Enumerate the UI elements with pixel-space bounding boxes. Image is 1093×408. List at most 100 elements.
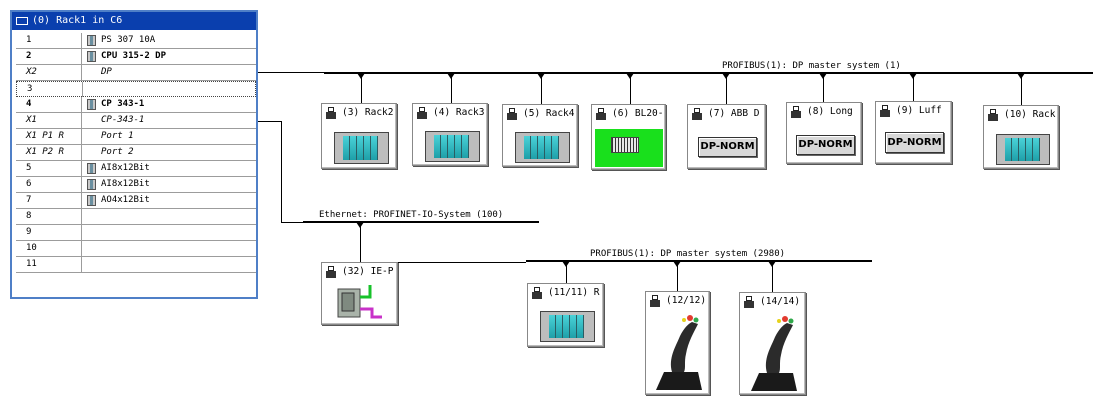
ethernet-link-vertical — [281, 121, 282, 222]
dp-norm-badge: DP-NORM — [698, 137, 757, 157]
module-slot-icon — [570, 315, 577, 338]
bus-drop-line — [1021, 73, 1022, 105]
profibus2-bus[interactable] — [526, 260, 872, 262]
module-slot-icon — [343, 136, 350, 160]
bus-drop-line — [451, 73, 452, 103]
rack-slot-row[interactable]: X1 P1 R Port 1 — [16, 129, 256, 145]
device-icon — [596, 108, 606, 120]
joystick-icon — [751, 316, 797, 391]
slot-number: 3 — [17, 82, 83, 97]
module-slot-icon — [441, 135, 448, 158]
module-name — [83, 225, 256, 240]
module-icon — [87, 163, 96, 174]
device-rack4[interactable]: (5) Rack4 — [502, 104, 578, 167]
module-slot-icon — [545, 136, 552, 159]
device-luff[interactable]: (9) Luff DP-NORM — [875, 101, 952, 164]
device-icon — [532, 287, 542, 299]
rack-slot-row[interactable]: 8 — [16, 209, 256, 225]
module-name — [83, 241, 256, 256]
module-slot-icon — [1019, 138, 1026, 161]
device-icon — [744, 296, 754, 308]
rack-window-title-bar[interactable]: (0) Rack1 in C6 — [12, 12, 256, 30]
module-slot-icon — [1005, 138, 1012, 161]
module-slot-icon — [1012, 138, 1019, 161]
device-icon — [417, 107, 427, 119]
module-name: AO4x12Bit — [101, 195, 150, 205]
module-slot-icon — [538, 136, 545, 159]
device-abb[interactable]: (7) ABB D DP-NORM — [687, 104, 766, 169]
module-name: AI8x12Bit — [101, 179, 150, 189]
device-icon — [326, 266, 336, 278]
slot-number: 9 — [16, 225, 82, 240]
device-rack2[interactable]: (3) Rack2 — [321, 103, 397, 169]
bus-drop-line — [361, 73, 362, 103]
device-bl20[interactable]: (6) BL20- — [591, 104, 666, 170]
device-icon — [507, 108, 517, 120]
device-icon — [791, 106, 801, 118]
rack-slot-row[interactable]: 9 — [16, 225, 256, 241]
profibus1-label: PROFIBUS(1): DP master system (1) — [722, 61, 901, 71]
rack-slot-row[interactable]: 3 — [16, 81, 256, 97]
device-icon — [692, 108, 702, 120]
device-label: (5) Rack4 — [523, 108, 575, 119]
module-slot-icon — [462, 135, 469, 158]
module-slot-icon — [434, 135, 441, 158]
iep-link-line — [360, 262, 526, 263]
bus-drop-line — [541, 73, 542, 104]
profibus2-label: PROFIBUS(1): DP master system (2980) — [590, 249, 786, 259]
module-name: CP-343-1 — [101, 115, 145, 125]
device-rack3[interactable]: (4) Rack3 — [412, 103, 488, 166]
profibus1-bus[interactable] — [324, 72, 1093, 74]
bus-drop-line — [772, 261, 773, 292]
bus-drop-line — [566, 261, 567, 283]
slot-number: 5 — [16, 161, 82, 176]
device-ie-p[interactable]: (32) IE-P — [321, 262, 398, 325]
bus-drop-line — [726, 73, 727, 104]
device-rack10[interactable]: (10) Rack — [983, 105, 1059, 169]
module-name: CPU 315-2 DP — [101, 51, 167, 61]
device-icon — [880, 105, 890, 117]
device-joystick-14[interactable]: (14/14) — [739, 292, 806, 395]
device-label: (9) Luff — [896, 105, 942, 116]
ie-pb-link-icon — [337, 285, 382, 319]
device-long[interactable]: (8) Long DP-NORM — [786, 102, 862, 164]
module-slot-icon — [1026, 138, 1033, 161]
slot-number: 7 — [16, 193, 82, 208]
rack-slot-row[interactable]: X1 CP-343-1 — [16, 113, 256, 129]
rack-slot-row[interactable]: 10 — [16, 241, 256, 257]
device-rack-11[interactable]: (11/11) R — [527, 283, 604, 347]
rack-icon — [16, 17, 28, 25]
module-slot-icon — [350, 136, 357, 160]
bus-drop-line — [630, 73, 631, 104]
slot-number: X1 — [16, 113, 82, 128]
rack-symbol-icon — [425, 131, 480, 162]
bus-drop-line — [823, 73, 824, 102]
ethernet-bus[interactable] — [303, 221, 539, 223]
module-name — [83, 257, 256, 272]
slot-number: X1 P1 R — [16, 129, 82, 144]
device-label: (8) Long — [807, 106, 853, 117]
module-slot-icon — [364, 136, 371, 160]
bus-drop-line — [913, 73, 914, 101]
device-label: (10) Rack — [1004, 109, 1056, 120]
dp-norm-badge: DP-NORM — [796, 135, 855, 155]
bus-drop-line — [360, 222, 361, 262]
device-joystick-12[interactable]: (12/12) — [645, 291, 710, 395]
device-icon — [650, 295, 660, 307]
rack-slot-row[interactable]: 11 — [16, 257, 256, 273]
slot-number: 10 — [16, 241, 82, 256]
module-name: Port 1 — [101, 131, 134, 141]
device-label: (3) Rack2 — [342, 107, 394, 118]
module-slot-icon — [552, 136, 559, 159]
ethernet-link-horizontal — [281, 222, 303, 223]
module-slot-icon — [357, 136, 364, 160]
rack-slot-row[interactable]: 7 AO4x12Bit — [16, 193, 256, 209]
